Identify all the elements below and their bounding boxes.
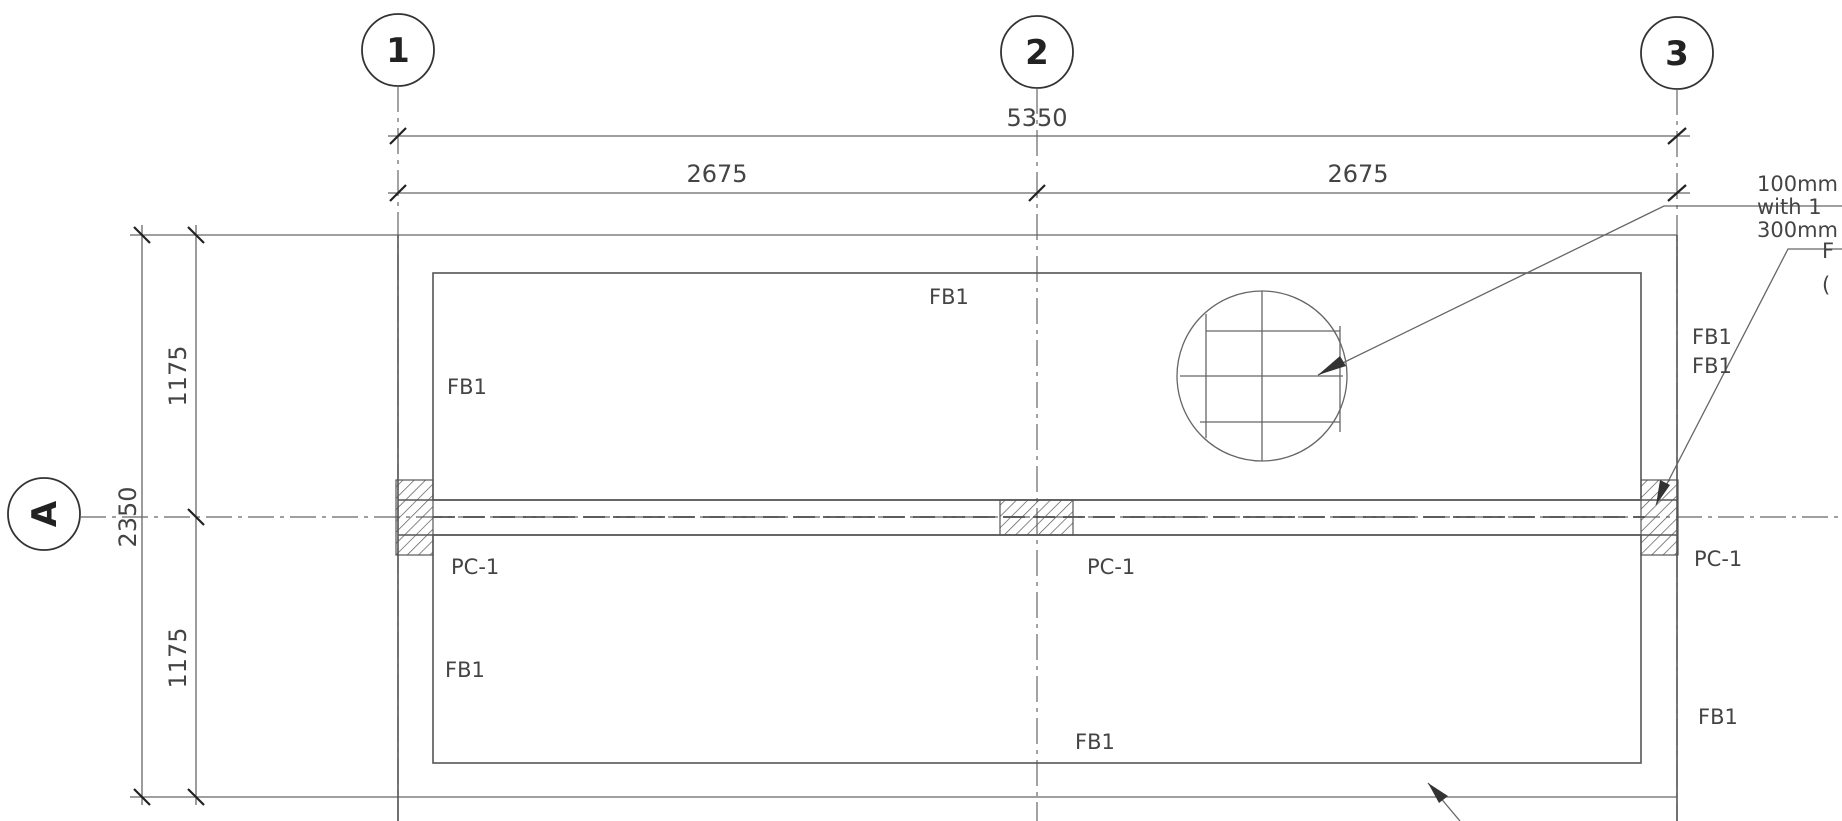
- label-fb1-right-upper-a: FB1: [1692, 325, 1732, 349]
- opening-note-line-3: 300mm: [1757, 218, 1838, 242]
- dim-bay-1: 2675: [686, 160, 747, 188]
- label-fb1-left-upper: FB1: [447, 375, 487, 399]
- grid-label-3: 3: [1665, 34, 1689, 74]
- column-note-line-1: F: [1822, 239, 1834, 263]
- column-note: F (: [1822, 239, 1834, 297]
- dim-depth-upper: 1175: [164, 345, 192, 406]
- opening-note-line-1: 100mm: [1757, 172, 1838, 196]
- grid-centerlines: [80, 86, 1842, 821]
- grid-label-1: 1: [386, 31, 410, 71]
- label-pc1-left: PC-1: [451, 555, 499, 579]
- grid-bubble-2: 2: [1000, 15, 1074, 89]
- label-pc1-mid: PC-1: [1087, 555, 1135, 579]
- column-note-line-2: (: [1822, 273, 1830, 297]
- dim-depth-lower: 1175: [164, 627, 192, 688]
- label-fb1-right-lower: FB1: [1698, 705, 1738, 729]
- grid-label-a: A: [25, 500, 65, 527]
- label-fb1-right-upper-b: FB1: [1692, 354, 1732, 378]
- dim-overall-depth: 2350: [114, 486, 142, 547]
- label-fb1-top-mid: FB1: [929, 285, 969, 309]
- dim-overall-width: 5350: [1006, 104, 1067, 132]
- grid-bubble-3: 3: [1640, 16, 1714, 90]
- opening-note-line-2: with 1: [1757, 195, 1822, 219]
- opening-note: 100mm with 1 300mm: [1757, 172, 1838, 242]
- grid-label-2: 2: [1025, 33, 1049, 73]
- column-left: [395, 479, 434, 556]
- grid-bubble-a: A: [7, 477, 81, 551]
- grid-bubble-1: 1: [361, 13, 435, 87]
- circular-opening: [1176, 290, 1348, 462]
- left-dimensions: 2350 1175 1175: [114, 225, 1677, 806]
- leader-lines: [1317, 205, 1842, 821]
- dim-bay-2: 2675: [1327, 160, 1388, 188]
- label-fb1-bottom-mid: FB1: [1075, 730, 1115, 754]
- label-fb1-left-lower: FB1: [445, 658, 485, 682]
- top-dimensions: 5350 2675 2675: [388, 104, 1690, 202]
- column-middle: [999, 499, 1074, 536]
- label-pc1-right: PC-1: [1694, 547, 1742, 571]
